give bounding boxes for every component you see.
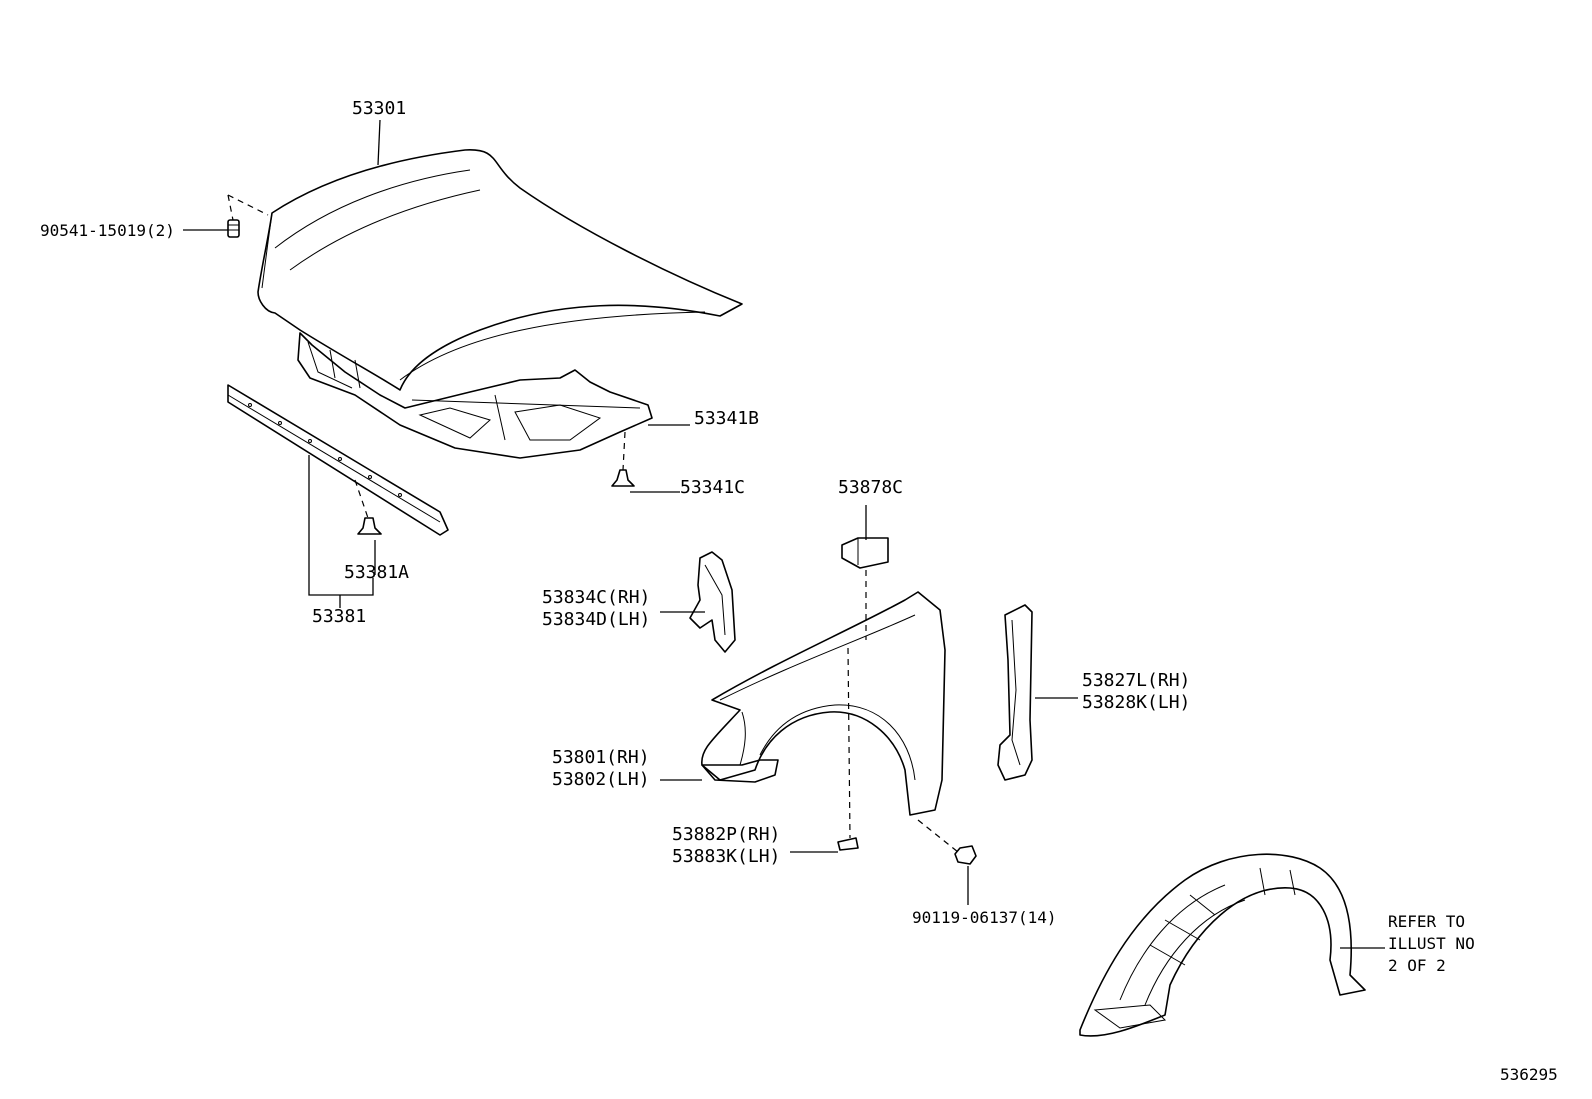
fender-bracket-part [689, 551, 736, 653]
hood-panel [257, 149, 743, 391]
fender-plate-rh-label: 53882P(RH) [672, 824, 780, 845]
bolt-label: 90119-06137(14) [912, 908, 1057, 927]
hood-insulator [297, 332, 653, 459]
fender-plate-lh-label: 53883K(LH) [672, 846, 780, 867]
hood-cushion-label: 90541-15019(2) [40, 221, 175, 240]
hood-cushion-part [227, 219, 240, 238]
insulator-clip-label: 53341C [680, 477, 745, 498]
illustration-number: 536295 [1500, 1065, 1558, 1084]
refer-label-line2: ILLUST NO [1388, 934, 1475, 953]
fender-bracket-rh-label: 53834C(RH) [542, 587, 650, 608]
fender-seal-rh-label: 53827L(RH) [1082, 670, 1190, 691]
fender-cushion-part [841, 537, 889, 569]
hood-insulator-label: 53341B [694, 408, 759, 429]
fender-plate-part [837, 837, 859, 851]
fender-bracket-lh-label: 53834D(LH) [542, 609, 650, 630]
fender-cushion-label: 53878C [838, 477, 903, 498]
hood-seal-clip-label: 53381A [344, 562, 409, 583]
refer-label-line1: REFER TO [1388, 912, 1465, 931]
bolt-part [954, 845, 977, 865]
fender-seal-part [997, 604, 1033, 781]
leader-lines [183, 119, 1385, 949]
front-fender-panel [701, 591, 946, 816]
hood-seal-strip [227, 384, 449, 536]
fender-liner-part [1079, 853, 1366, 1037]
fender-seal-lh-label: 53828K(LH) [1082, 692, 1190, 713]
fender-lh-label: 53802(LH) [552, 769, 650, 790]
hood-label: 53301 [352, 98, 406, 119]
insulator-clip-part [611, 469, 635, 487]
fender-rh-label: 53801(RH) [552, 747, 650, 768]
seal-clip-part [357, 517, 382, 535]
hood-seal-label: 53381 [312, 606, 366, 627]
refer-label-line3: 2 OF 2 [1388, 956, 1446, 975]
